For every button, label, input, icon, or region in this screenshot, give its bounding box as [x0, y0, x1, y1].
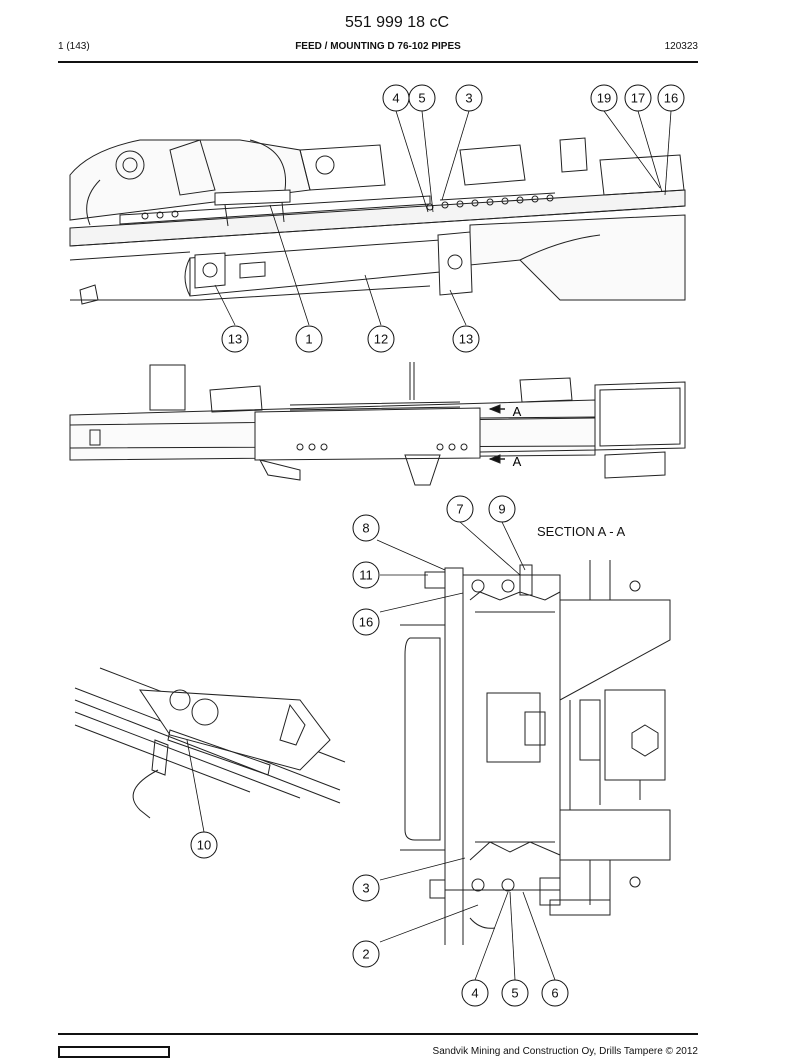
svg-text:12: 12: [374, 332, 388, 347]
svg-text:13: 13: [228, 332, 242, 347]
footer-copyright: Sandvik Mining and Construction Oy, Dril…: [432, 1046, 698, 1057]
svg-text:5: 5: [418, 91, 425, 106]
callout-12: 12: [367, 325, 395, 353]
svg-text:4: 4: [471, 986, 478, 1001]
svg-text:17: 17: [631, 91, 645, 106]
svg-text:10: 10: [197, 838, 211, 853]
svg-text:11: 11: [359, 568, 373, 583]
callout-13: 13: [452, 325, 480, 353]
callout-4: 4: [461, 979, 489, 1007]
page-title: FEED / MOUNTING D 76-102 PIPES: [295, 41, 461, 52]
callout-4: 4: [382, 84, 410, 112]
footer-rule: [58, 1033, 698, 1035]
svg-text:19: 19: [597, 91, 611, 106]
document-code: 120323: [664, 41, 698, 52]
leader-lines: [186, 110, 672, 981]
section-a-a-view: [400, 560, 671, 945]
svg-text:4: 4: [392, 91, 399, 106]
callout-13: 13: [221, 325, 249, 353]
feed-side-view: [69, 362, 686, 486]
svg-text:3: 3: [465, 91, 472, 106]
section-marker-a-upper: A: [513, 404, 522, 419]
callout-9: 9: [488, 495, 516, 523]
svg-text:7: 7: [456, 502, 463, 517]
svg-text:16: 16: [664, 91, 678, 106]
svg-text:5: 5: [511, 986, 518, 1001]
callout-5: 5: [501, 979, 529, 1007]
callout-16: 16: [352, 608, 380, 636]
header-row: 1 (143) FEED / MOUNTING D 76-102 PIPES 1…: [58, 41, 698, 55]
svg-text:8: 8: [362, 521, 369, 536]
callout-7: 7: [446, 495, 474, 523]
company-logo: [58, 1046, 170, 1058]
callout-16: 16: [657, 84, 685, 112]
callout-1: 1: [295, 325, 323, 353]
callout-2: 2: [352, 940, 380, 968]
page-indicator: 1 (143): [58, 41, 90, 52]
callout-3: 3: [455, 84, 483, 112]
svg-text:13: 13: [459, 332, 473, 347]
svg-text:6: 6: [551, 986, 558, 1001]
svg-text:16: 16: [359, 615, 373, 630]
svg-text:1: 1: [305, 332, 312, 347]
callout-11: 11: [352, 561, 380, 589]
callout-5: 5: [408, 84, 436, 112]
callout-10: 10: [190, 831, 218, 859]
document-number: 551 999 18 cC: [344, 14, 450, 31]
callout-17: 17: [624, 84, 652, 112]
callout-19: 19: [590, 84, 618, 112]
header-rule: [58, 61, 698, 63]
callout-3: 3: [352, 874, 380, 902]
svg-text:2: 2: [362, 947, 369, 962]
feed-perspective-view: [69, 137, 686, 305]
svg-text:9: 9: [498, 502, 505, 517]
section-marker-a-lower: A: [513, 454, 522, 469]
section-title: SECTION A - A: [537, 524, 626, 539]
sensor-detail-view: [74, 667, 346, 819]
callout-6: 6: [541, 979, 569, 1007]
callout-8: 8: [352, 514, 380, 542]
svg-text:3: 3: [362, 881, 369, 896]
